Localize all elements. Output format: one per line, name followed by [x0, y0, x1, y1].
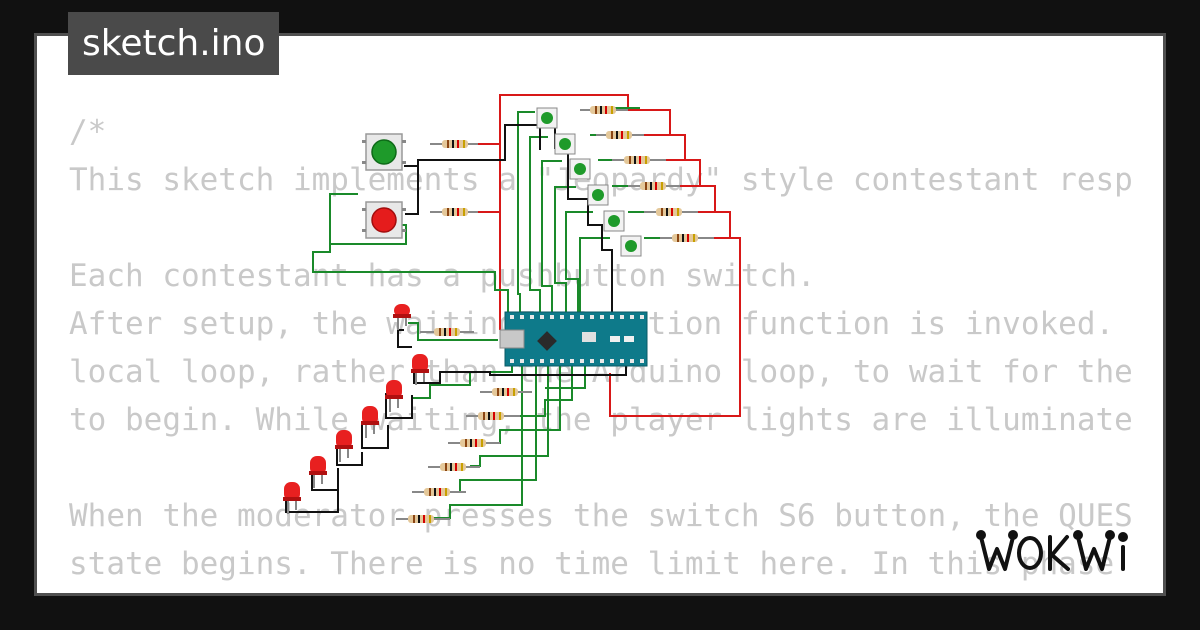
resistor: [644, 208, 698, 216]
resistor: [430, 208, 478, 216]
resistors: [396, 106, 714, 523]
preview-frame: /* This sketch implements a "Jeopardy" st…: [34, 33, 1166, 596]
contestant-button-1[interactable]: [536, 107, 558, 129]
red-wires: [474, 94, 741, 417]
resistor: [596, 131, 644, 139]
resistor: [428, 463, 480, 471]
wokwi-logo: [976, 530, 1128, 571]
led: [385, 380, 403, 412]
contestant-button-6[interactable]: [620, 235, 642, 257]
contestant-button-5[interactable]: [603, 210, 625, 232]
led: [393, 304, 411, 330]
resistor: [420, 328, 474, 336]
resistor: [448, 439, 500, 447]
file-tab[interactable]: sketch.ino: [68, 12, 280, 75]
led: [335, 430, 353, 462]
resistor: [396, 515, 450, 523]
led: [309, 456, 327, 488]
contestant-button-3[interactable]: [569, 158, 591, 180]
resistor: [480, 388, 532, 396]
resistor: [430, 140, 478, 148]
resistor: [466, 412, 520, 420]
code-line: This sketch implements a "Jeopardy" styl…: [69, 162, 1133, 198]
resistor: [612, 156, 666, 164]
code-preview: /* This sketch implements a "Jeopardy" st…: [69, 108, 1133, 593]
leds: [283, 304, 429, 514]
code-line: to begin. While waiting, the player ligh…: [69, 402, 1133, 438]
led: [361, 406, 379, 438]
resistor: [580, 106, 628, 114]
resistor: [628, 182, 680, 190]
button-red[interactable]: [362, 201, 406, 239]
contestant-button-2[interactable]: [554, 133, 576, 155]
led: [411, 354, 429, 385]
code-line: Each contestant has a pushbutton switch.: [69, 258, 816, 294]
led: [283, 482, 301, 514]
resistor: [412, 488, 466, 496]
arduino-nano-board: [499, 311, 648, 367]
code-line: local loop, rather than the Arduino loop…: [69, 354, 1133, 390]
resistor: [660, 234, 714, 242]
code-line: /*: [69, 114, 107, 150]
code-line: When the moderator presses the switch S6…: [69, 498, 1133, 534]
button-green[interactable]: [362, 133, 406, 171]
contestant-button-4[interactable]: [587, 184, 609, 206]
